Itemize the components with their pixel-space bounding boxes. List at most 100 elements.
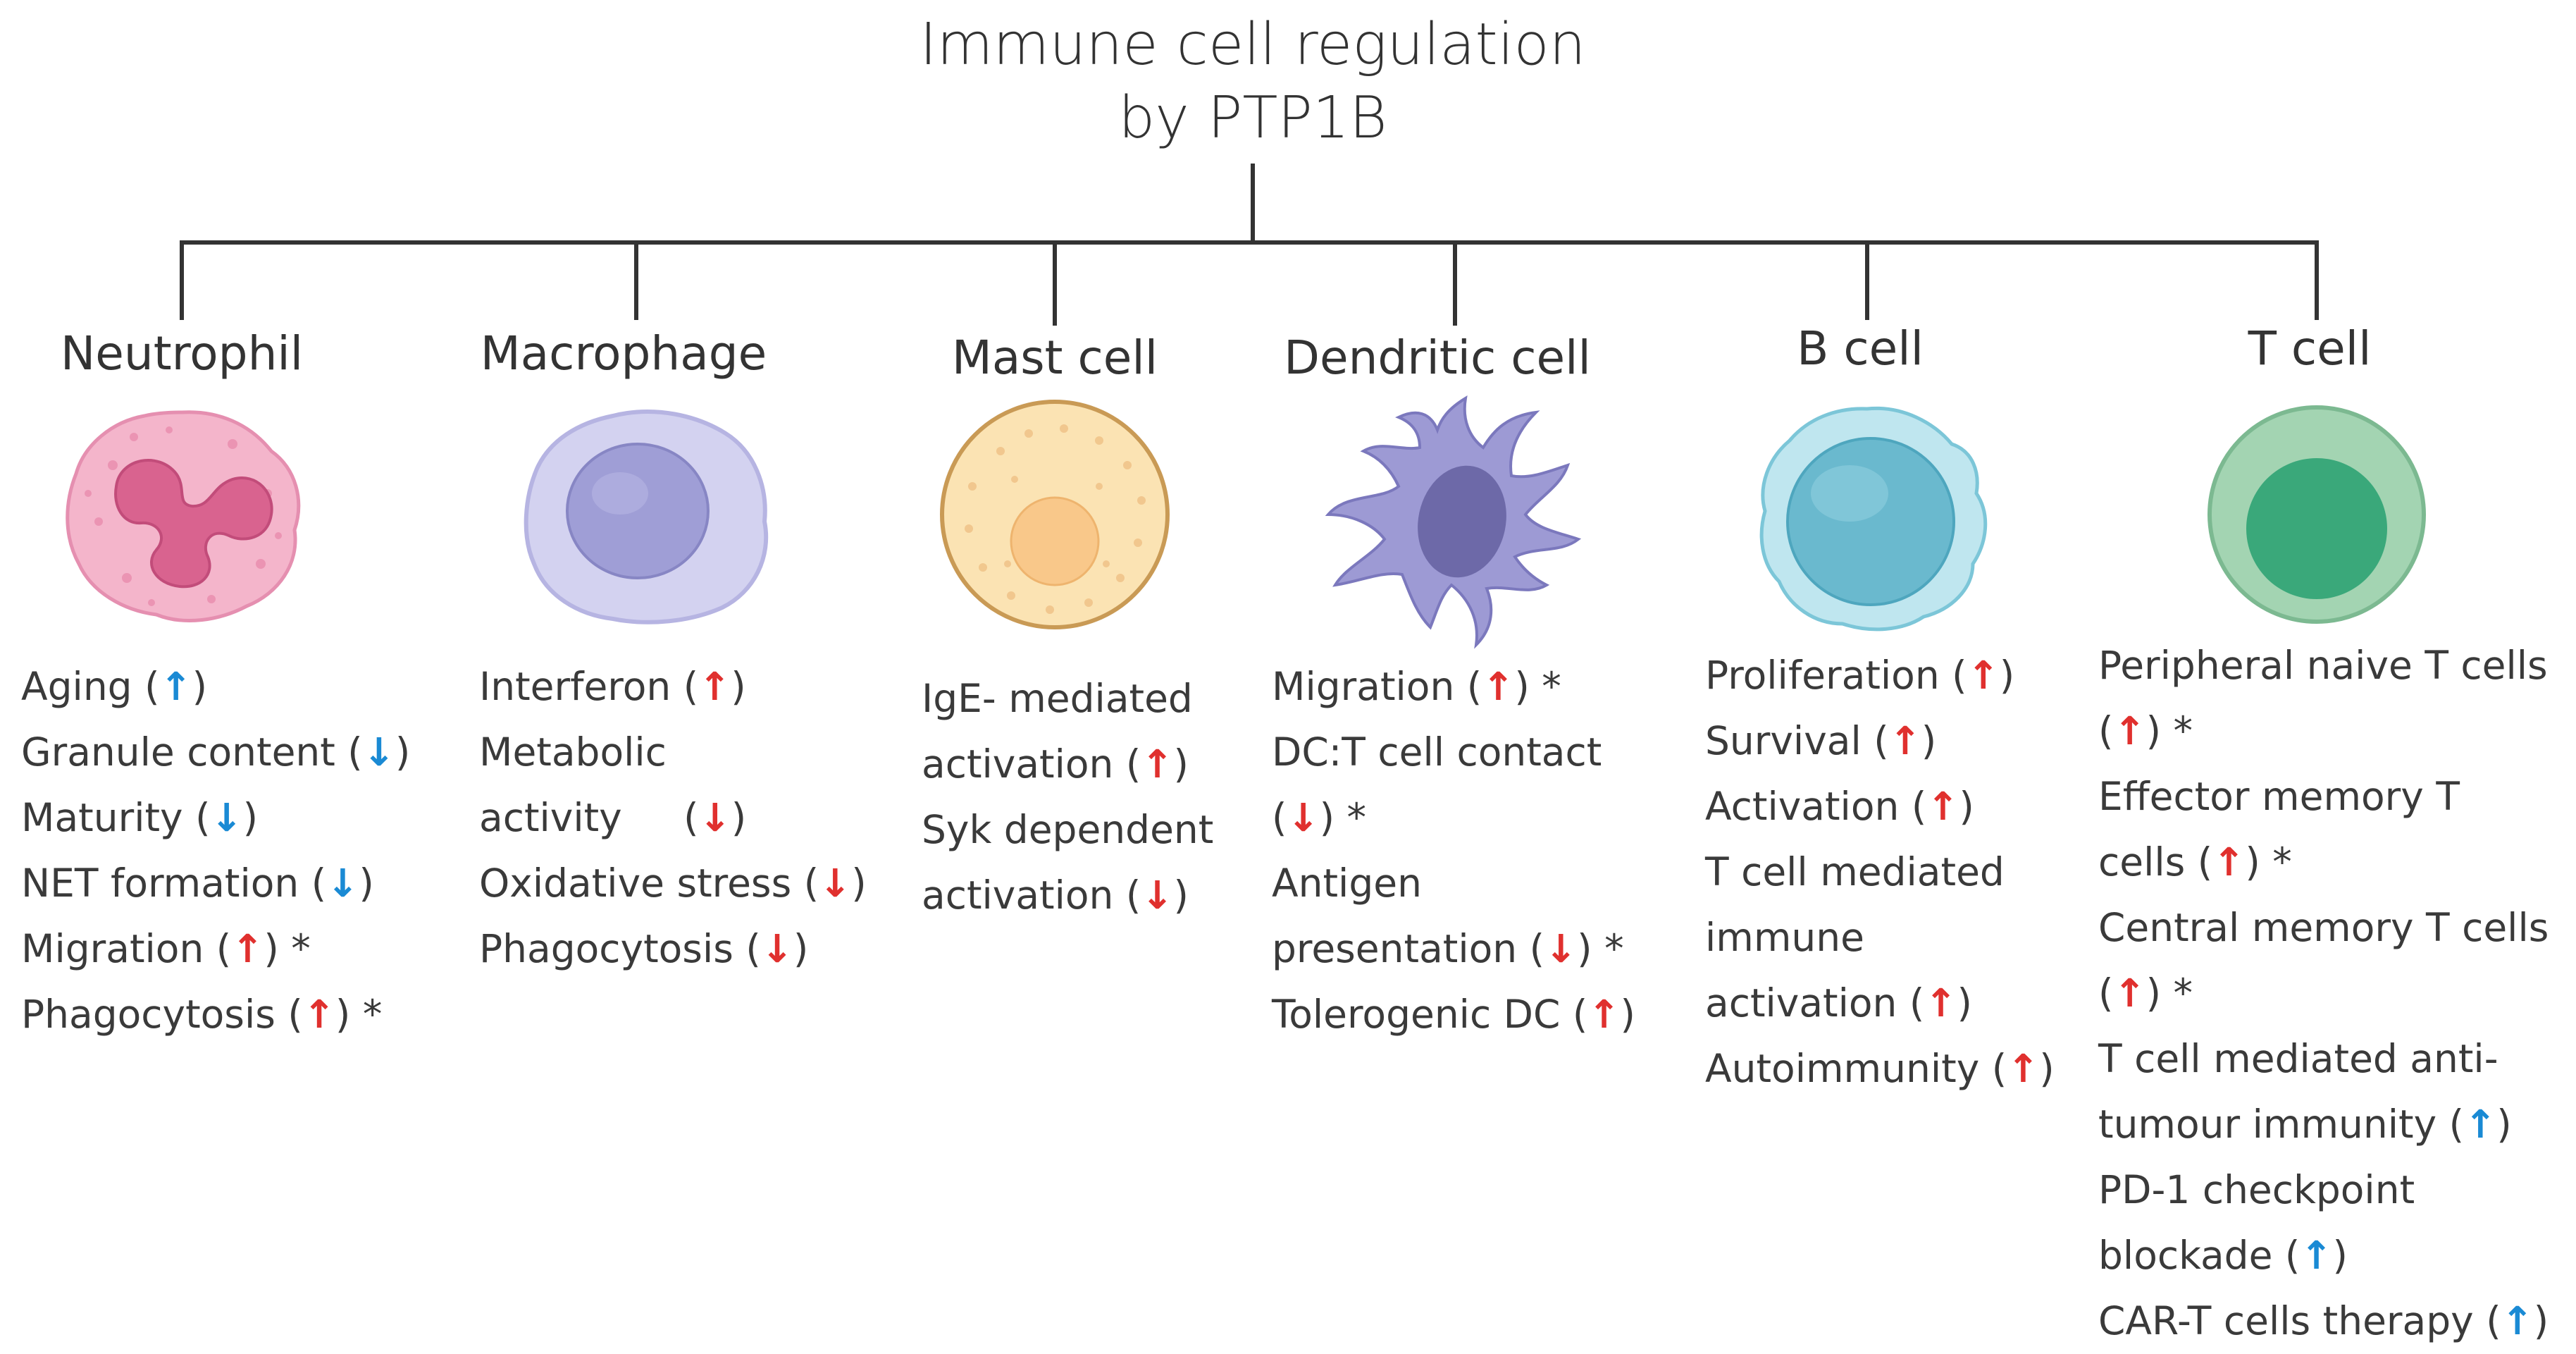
dendritic-cell-icon <box>1325 395 1582 649</box>
effect-suffix: ) <box>731 795 747 840</box>
effect-text: Phagocytosis ( <box>479 926 761 971</box>
effects-b-cell: Proliferation (↑)Survival (↑)Activation … <box>1705 643 2055 1102</box>
arrow-up-icon: ↑ <box>2113 971 2146 1016</box>
effect-text: presentation ( <box>1272 926 1545 971</box>
effect-text: Migration ( <box>1272 664 1482 709</box>
cell-name-t-cell: T cell <box>2248 321 2372 376</box>
effect-suffix: ) <box>192 664 208 709</box>
effect-line: Central memory T cells <box>2098 895 2549 961</box>
arrow-up-icon: ↑ <box>1482 664 1515 709</box>
effect-text: cells ( <box>2098 839 2213 885</box>
effect-text: NET formation ( <box>21 861 327 906</box>
effect-suffix: ) <box>1173 873 1189 918</box>
effect-text: T cell mediated anti- <box>2098 1036 2498 1081</box>
effect-text: DC:T cell contact <box>1272 730 1602 775</box>
effect-line: (↑) * <box>2098 698 2549 764</box>
effect-text: IgE- mediated <box>922 676 1193 721</box>
effect-text: Migration ( <box>21 926 232 971</box>
effect-line: Phagocytosis (↓) <box>479 916 867 982</box>
effect-text: activation ( <box>922 873 1141 918</box>
effect-suffix: ) <box>2496 1102 2512 1147</box>
effect-line: blockade (↑) <box>2098 1223 2549 1288</box>
arrow-down-icon: ↓ <box>760 926 793 971</box>
effect-line: Phagocytosis (↑) * <box>21 982 410 1047</box>
effect-line: Effector memory T <box>2098 764 2549 830</box>
effect-line: Migration (↑) * <box>1272 654 1635 720</box>
effect-text: Interferon ( <box>479 664 699 709</box>
effect-suffix: ) <box>1999 653 2015 698</box>
effects-neutrophil: Aging (↑)Granule content (↓)Maturity (↓)… <box>21 654 410 1047</box>
effect-line: Proliferation (↑) <box>1705 643 2055 708</box>
effect-text: Antigen <box>1272 861 1422 906</box>
effect-line: Activation (↑) <box>1705 774 2055 839</box>
arrow-down-icon: ↓ <box>210 795 243 840</box>
effect-line: Autoimmunity (↑) <box>1705 1036 2055 1102</box>
diagram-title: Immune cell regulation by PTP1B <box>795 8 1711 155</box>
cell-name-b-cell: B cell <box>1797 321 1924 376</box>
arrow-up-icon: ↑ <box>302 992 335 1037</box>
effect-suffix: ) <box>242 795 259 840</box>
arrow-up-icon: ↑ <box>1967 653 2000 698</box>
t-cell-icon <box>2207 405 2426 624</box>
effect-line: Migration (↑) * <box>21 916 410 982</box>
arrow-up-icon: ↑ <box>1926 784 1959 829</box>
effect-suffix: ) * <box>264 926 311 971</box>
arrow-up-icon: ↑ <box>2212 839 2246 885</box>
effect-line: Oxidative stress (↓) <box>479 851 867 916</box>
effect-line: Syk dependent <box>922 797 1213 863</box>
effect-line: T cell mediated <box>1705 839 2055 905</box>
effect-line: T cell mediated anti- <box>2098 1026 2549 1092</box>
effect-text: Peripheral naive T cells <box>2098 643 2548 688</box>
effect-suffix: ) * <box>335 992 383 1037</box>
title-line-1: Immune cell regulation <box>919 11 1586 78</box>
effect-suffix: ) * <box>1319 795 1367 840</box>
arrow-up-icon: ↑ <box>1924 980 1957 1026</box>
effect-text: Oxidative stress ( <box>479 861 819 906</box>
effect-suffix: ) * <box>2145 971 2193 1016</box>
effect-suffix: ) <box>1921 718 1937 763</box>
cell-name-neutrophil: Neutrophil <box>60 326 304 381</box>
effect-suffix: ) <box>2533 1298 2549 1343</box>
effect-line: immune <box>1705 905 2055 971</box>
effect-text: Effector memory T <box>2098 774 2460 819</box>
arrow-up-icon: ↑ <box>1587 992 1621 1037</box>
effect-text: Activation ( <box>1705 784 1927 829</box>
arrow-down-icon: ↓ <box>1287 795 1320 840</box>
arrow-up-icon: ↑ <box>2007 1046 2040 1091</box>
macrophage-icon <box>524 410 769 624</box>
arrow-up-icon: ↑ <box>1141 741 1174 787</box>
effect-text: Metabolic <box>479 730 667 775</box>
arrow-up-icon: ↑ <box>1888 718 1921 763</box>
effect-text: immune <box>1705 915 1864 960</box>
arrow-down-icon: ↓ <box>362 730 395 775</box>
effect-line: activation (↑) <box>1705 971 2055 1036</box>
effects-dendritic-cell: Migration (↑) *DC:T cell contact(↓) *Ant… <box>1272 654 1635 1047</box>
effect-line: Aging (↑) <box>21 654 410 720</box>
arrow-up-icon: ↑ <box>2113 708 2146 753</box>
effect-text: Aging ( <box>21 664 160 709</box>
effect-suffix: ) * <box>1577 926 1624 971</box>
effect-line: NET formation (↓) <box>21 851 410 916</box>
effect-line: (↓) * <box>1272 785 1635 851</box>
effect-text: CAR-T cells therapy ( <box>2098 1298 2501 1343</box>
effect-line: Tolerogenic DC (↑) <box>1272 982 1635 1047</box>
cell-name-dendritic-cell: Dendritic cell <box>1284 331 1591 385</box>
arrow-up-icon: ↑ <box>159 664 192 709</box>
effect-line: Maturity (↓) <box>21 785 410 851</box>
effect-text: blockade ( <box>2098 1233 2301 1278</box>
effect-text: Central memory T cells <box>2098 905 2549 950</box>
effect-suffix: ) <box>395 730 411 775</box>
effect-line: activity (↓) <box>479 785 867 851</box>
arrow-down-icon: ↓ <box>819 861 852 906</box>
effect-text: PD-1 checkpoint <box>2098 1167 2415 1212</box>
effect-text: Proliferation ( <box>1705 653 1967 698</box>
arrow-down-icon: ↓ <box>326 861 359 906</box>
effect-suffix: ) * <box>1514 664 1561 709</box>
cell-name-mast-cell: Mast cell <box>951 331 1158 385</box>
effect-line: Antigen <box>1272 851 1635 916</box>
effect-suffix: ) <box>1959 784 1974 829</box>
effect-suffix: ) <box>1173 741 1189 787</box>
effect-line: activation (↓) <box>922 863 1213 928</box>
